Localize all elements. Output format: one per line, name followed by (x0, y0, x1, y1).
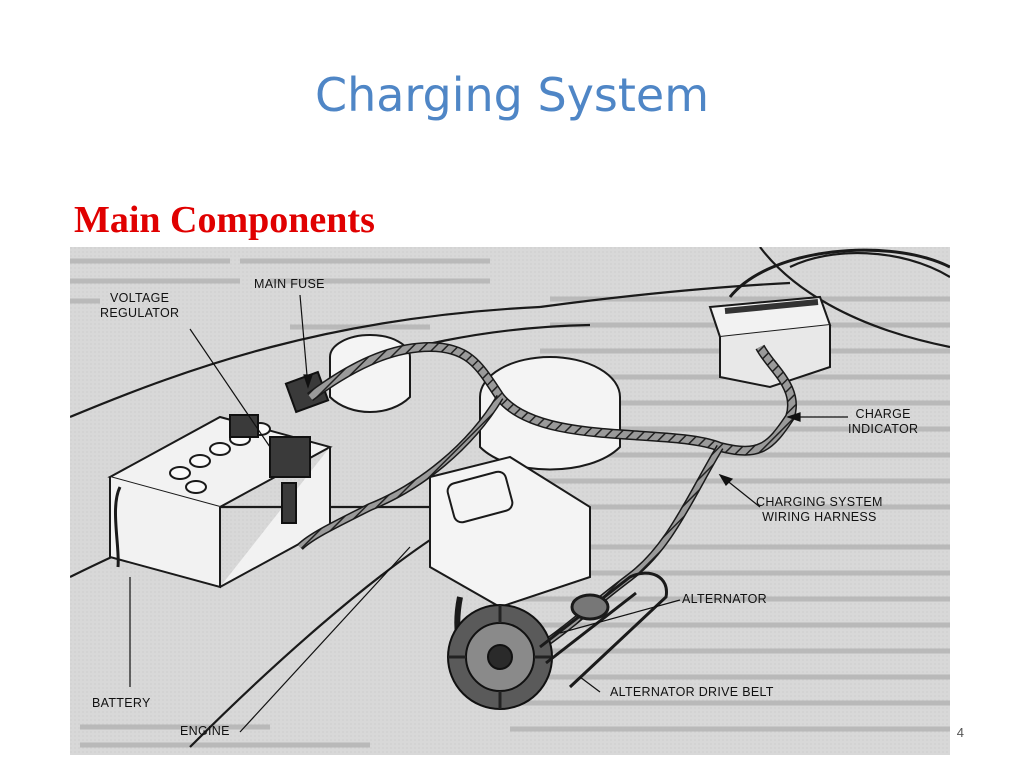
voltage-regulator-label: VOLTAGE REGULATOR (100, 291, 180, 320)
instrument-cluster (708, 295, 832, 389)
alternator (447, 604, 553, 710)
diagram-illustration (70, 247, 950, 755)
voltage-regulator-and-fuse (229, 370, 330, 524)
steering-wheel (728, 248, 950, 298)
charge-indicator-label: CHARGE INDICATOR (848, 407, 919, 436)
charging-system-diagram: VOLTAGE REGULATOR MAIN FUSE CHARGE INDIC… (70, 247, 950, 755)
alternator-label: ALTERNATOR (682, 592, 767, 606)
section-subtitle: Main Components (74, 199, 375, 241)
page-number: 4 (956, 725, 964, 740)
engine-label: ENGINE (180, 724, 230, 738)
ground-cable (114, 486, 122, 568)
battery-label: BATTERY (92, 696, 151, 710)
alternator-drive-belt (539, 571, 668, 689)
charging-system-wiring-harness-label: CHARGING SYSTEM WIRING HARNESS (756, 495, 883, 524)
main-fuse-label: MAIN FUSE (254, 277, 325, 291)
slide-title: Charging System (314, 68, 710, 122)
callout-leaders (129, 294, 848, 733)
alternator-drive-belt-label: ALTERNATOR DRIVE BELT (610, 685, 774, 699)
